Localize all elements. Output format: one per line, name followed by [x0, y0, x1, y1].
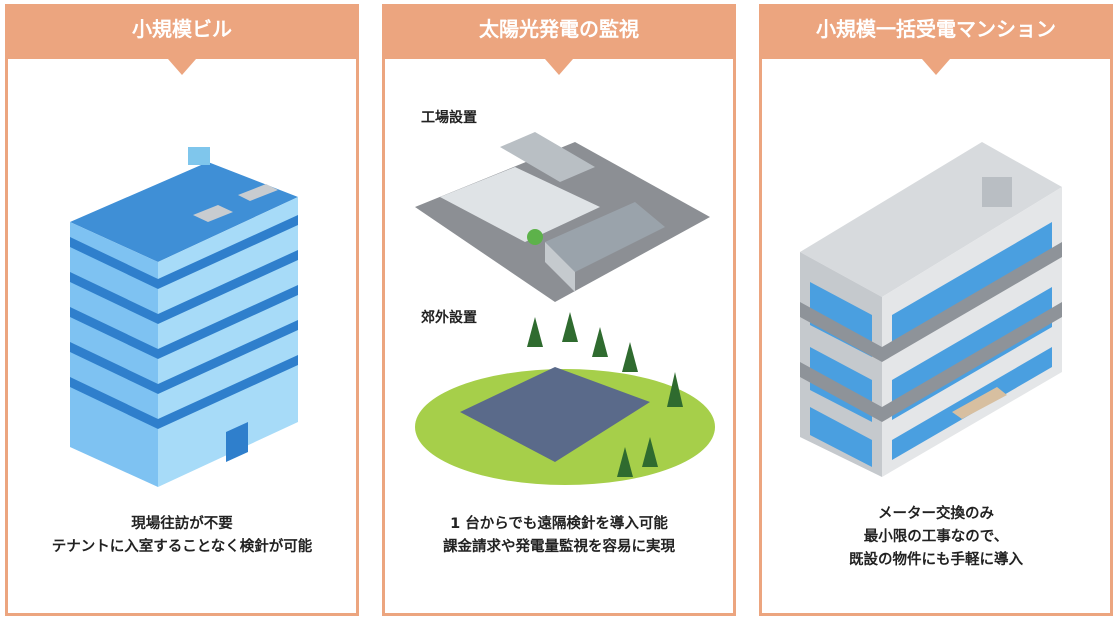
- office-building-illustration: [70, 147, 298, 487]
- card-small-building: 小規模ビル 現場往訪が不要 テナントに入室することなく検針が可能: [5, 4, 359, 616]
- card-apartment: 小規模一括受電マンション メーター交換のみ 最小限の工事なので、 既設の物件にも…: [759, 4, 1113, 616]
- desc-line: 既設の物件にも手軽に導入: [849, 552, 1023, 568]
- desc-line: メーター交換のみ: [878, 506, 994, 522]
- apartment-illustration: [800, 142, 1062, 477]
- card-title: 小規模一括受電マンション: [759, 4, 1113, 75]
- card-description: 現場往訪が不要 テナントに入室することなく検針が可能: [8, 513, 356, 559]
- desc-line: 最小限の工事なので、: [863, 529, 1009, 545]
- label-factory: 工場設置: [421, 110, 477, 126]
- solar-illustration: [415, 132, 715, 485]
- label-suburban: 郊外設置: [421, 310, 477, 326]
- card-title: 太陽光発電の監視: [382, 4, 736, 75]
- desc-line: 現場往訪が不要: [131, 516, 233, 532]
- card-title: 小規模ビル: [5, 4, 359, 75]
- card-description: 1 台からでも遠隔検針を導入可能 課金請求や発電量監視を容易に実現: [385, 513, 733, 559]
- desc-line: 1 台からでも遠隔検針を導入可能: [450, 516, 668, 532]
- desc-line: テナントに入室することなく検針が可能: [51, 539, 313, 555]
- desc-line: 課金請求や発電量監視を容易に実現: [443, 539, 675, 555]
- card-description: メーター交換のみ 最小限の工事なので、 既設の物件にも手軽に導入: [762, 503, 1110, 572]
- card-solar-monitoring: 太陽光発電の監視 工場設置 郊外設置 1 台からでも遠隔検針を導入可能 課金請求…: [382, 4, 736, 616]
